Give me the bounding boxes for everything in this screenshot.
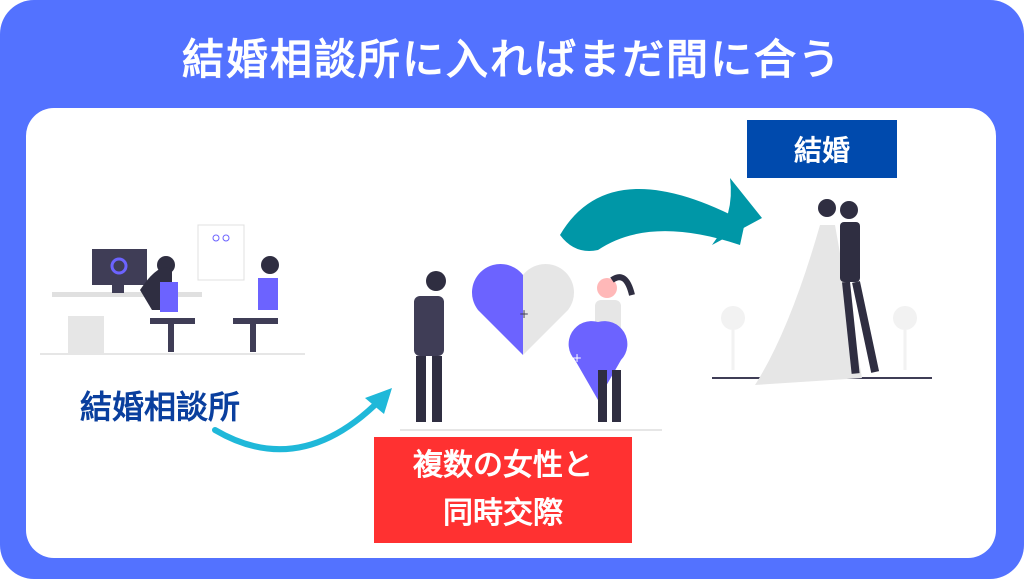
svg-text:+: + — [519, 307, 529, 321]
arrow-to-dating — [212, 388, 392, 453]
dating-label-line2: 同時交際 — [443, 496, 563, 531]
agency-label: 結婚相談所 — [80, 388, 241, 426]
dating-label-box: 複数の女性と 同時交際 — [374, 437, 632, 543]
arrow-to-marriage — [560, 178, 762, 251]
dating-label-line1: 複数の女性と — [413, 448, 593, 483]
svg-text:+: + — [572, 351, 582, 365]
marriage-label: 結婚 — [747, 120, 897, 178]
consultation-illustration — [40, 224, 305, 355]
page-title: 結婚相談所に入ればまだ間に合う — [181, 35, 842, 84]
dating-illustration: + + — [400, 263, 662, 431]
wedding-illustration — [712, 199, 932, 385]
